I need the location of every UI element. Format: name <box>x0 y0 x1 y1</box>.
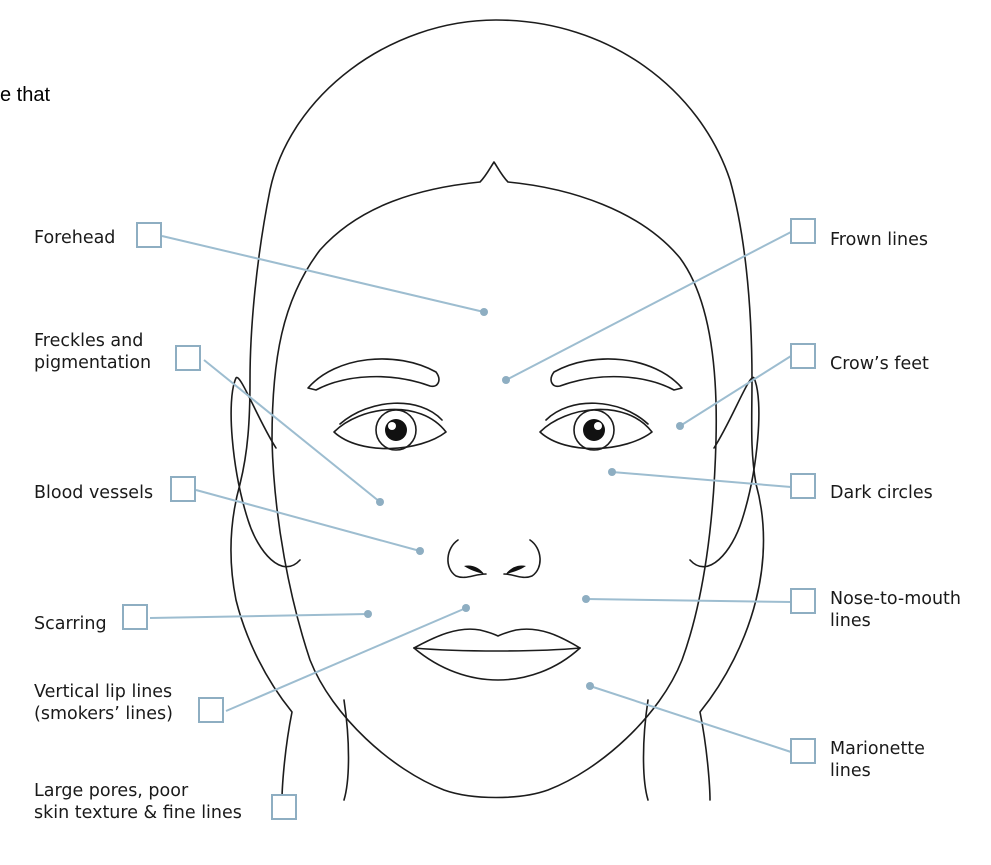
label-lip-lines-line1: Vertical lip lines <box>34 681 173 703</box>
target-dots <box>364 308 684 690</box>
dot-nose-to-mouth <box>582 595 590 603</box>
right-glint <box>594 422 602 430</box>
right-eyebrow <box>551 359 682 390</box>
label-freckles-line2: pigmentation <box>34 352 151 374</box>
label-crows-feet-line1: Crow’s feet <box>830 354 929 374</box>
right-pupil <box>583 419 605 441</box>
checkbox-blood-vessels[interactable] <box>170 476 196 502</box>
checkbox-scarring[interactable] <box>122 604 148 630</box>
checkbox-large-pores[interactable] <box>271 794 297 820</box>
label-nose-to-mouth: Nose-to-mouth lines <box>830 588 961 632</box>
leader-scarring <box>150 614 368 618</box>
label-forehead: Forehead <box>34 227 115 249</box>
label-nose-to-mouth-line2: lines <box>830 610 961 632</box>
leader-nose-to-mouth <box>586 599 791 602</box>
lip-line <box>414 648 580 651</box>
nostril-left <box>464 565 484 574</box>
checkbox-forehead[interactable] <box>136 222 162 248</box>
checkbox-frown-lines[interactable] <box>790 218 816 244</box>
label-scarring: Scarring <box>34 613 107 635</box>
face-outline <box>272 162 716 798</box>
label-frown-lines: Frown lines <box>830 229 928 251</box>
label-marionette-line1: Marionette <box>830 738 925 760</box>
left-glint <box>388 422 396 430</box>
checkbox-dark-circles[interactable] <box>790 473 816 499</box>
label-frown-lines-line1: Frown lines <box>830 230 928 250</box>
hair-outline <box>231 20 763 800</box>
label-dark-circles-line1: Dark circles <box>830 483 933 503</box>
leader-blood-vessels <box>196 490 420 551</box>
label-lip-lines-line2: (smokers’ lines) <box>34 703 173 725</box>
nostril-right <box>506 565 526 574</box>
dot-frown-lines <box>502 376 510 384</box>
label-blood-vessels-line1: Blood vessels <box>34 483 153 503</box>
dot-lip-lines <box>462 604 470 612</box>
right-ear <box>690 377 759 566</box>
label-crows-feet: Crow’s feet <box>830 353 929 375</box>
dot-blood-vessels <box>416 547 424 555</box>
label-freckles: Freckles and pigmentation <box>34 330 151 374</box>
neck-left <box>344 700 349 800</box>
neck-right <box>644 700 649 800</box>
dot-crows-feet <box>676 422 684 430</box>
leader-freckles <box>204 360 380 502</box>
dot-dark-circles <box>608 468 616 476</box>
dot-scarring <box>364 610 372 618</box>
left-ear <box>231 377 300 566</box>
label-blood-vessels: Blood vessels <box>34 482 153 504</box>
label-forehead-line1: Forehead <box>34 228 115 248</box>
dot-freckles <box>376 498 384 506</box>
label-dark-circles: Dark circles <box>830 482 933 504</box>
checkbox-nose-to-mouth[interactable] <box>790 588 816 614</box>
left-eyebrow <box>308 359 439 390</box>
leader-marionette <box>590 686 791 752</box>
dot-marionette <box>586 682 594 690</box>
checkbox-lip-lines[interactable] <box>198 697 224 723</box>
label-marionette: Marionette lines <box>830 738 925 782</box>
checkbox-freckles[interactable] <box>175 345 201 371</box>
label-large-pores-line1: Large pores, poor <box>34 780 242 802</box>
upper-lip <box>414 629 580 648</box>
leader-dark-circles <box>612 472 791 487</box>
label-nose-to-mouth-line1: Nose-to-mouth <box>830 588 961 610</box>
label-marionette-line2: lines <box>830 760 925 782</box>
dot-forehead <box>480 308 488 316</box>
label-lip-lines: Vertical lip lines (smokers’ lines) <box>34 681 173 725</box>
lower-lip <box>414 648 580 680</box>
leader-frown-lines <box>506 232 791 380</box>
label-scarring-line1: Scarring <box>34 614 107 634</box>
leader-lines <box>150 232 791 752</box>
left-pupil <box>385 419 407 441</box>
leader-crows-feet <box>680 356 791 426</box>
label-large-pores-line2: skin texture & fine lines <box>34 802 242 824</box>
checkbox-crows-feet[interactable] <box>790 343 816 369</box>
checkbox-marionette[interactable] <box>790 738 816 764</box>
intro-text: e that <box>0 84 50 107</box>
label-large-pores: Large pores, poor skin texture & fine li… <box>34 780 242 824</box>
label-freckles-line1: Freckles and <box>34 330 151 352</box>
